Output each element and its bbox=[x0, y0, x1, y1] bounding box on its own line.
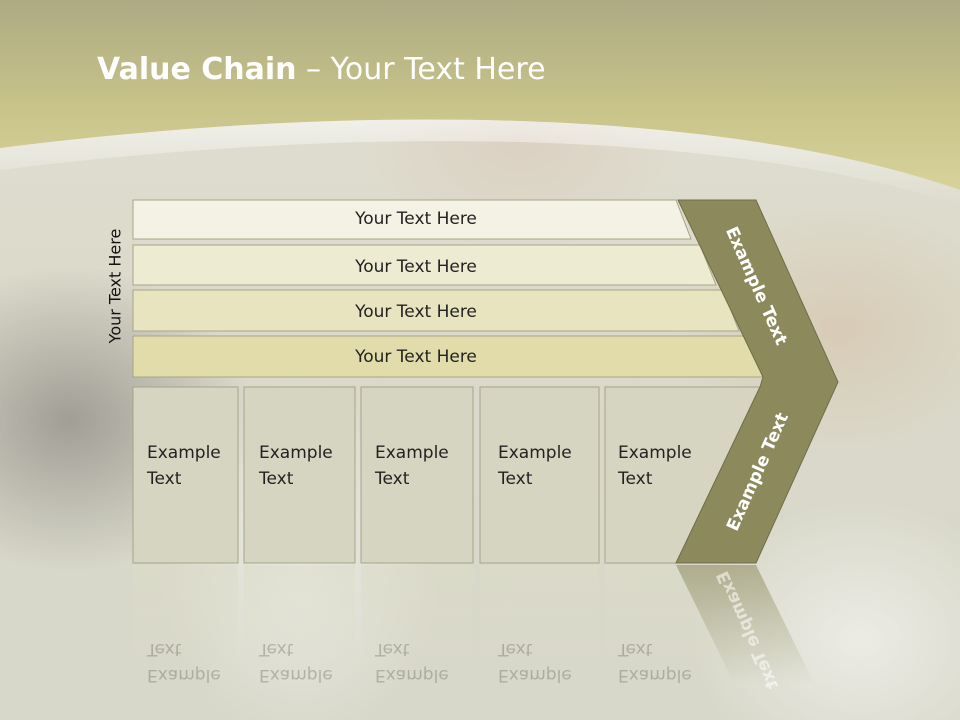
column-1-shape bbox=[132, 386, 239, 564]
column-3-line2: Text bbox=[375, 469, 410, 489]
row-4: Your Text Here bbox=[133, 336, 699, 377]
header-band bbox=[0, 0, 960, 190]
column-2-reflection: Example Text bbox=[259, 636, 333, 688]
row-3-label: Your Text Here bbox=[355, 302, 477, 322]
row-2-shape bbox=[132, 244, 717, 286]
column-3-reflection-line1: Example bbox=[375, 665, 449, 685]
column-5-reflection: Example Text bbox=[618, 636, 692, 688]
column-5-line2: Text bbox=[618, 469, 653, 489]
title-rest: – Your Text Here bbox=[296, 52, 546, 87]
slide-title: Value Chain – Your Text Here bbox=[97, 52, 546, 87]
row-1-label: Your Text Here bbox=[355, 209, 477, 229]
column-4-line1: Example bbox=[498, 443, 572, 463]
header-swoosh bbox=[0, 119, 960, 205]
column-5-reflection-line1: Example bbox=[618, 665, 692, 685]
column-3-reflection-line2: Text bbox=[375, 639, 410, 659]
column-4-reflection-line1: Example bbox=[498, 665, 572, 685]
column-4-reflection: Example Text bbox=[498, 636, 572, 688]
column-2-line2: Text bbox=[259, 469, 294, 489]
column-5-text: Example Text bbox=[618, 440, 692, 492]
column-3-shape bbox=[360, 386, 474, 564]
chevron-shape bbox=[675, 199, 839, 564]
column-2-text: Example Text bbox=[259, 440, 333, 492]
column-2-shape bbox=[243, 386, 356, 564]
row-2: Your Text Here bbox=[133, 245, 699, 285]
column-2-reflection-line1: Example bbox=[259, 665, 333, 685]
column-1-reflection-line2: Text bbox=[147, 639, 182, 659]
column-3-line1: Example bbox=[375, 443, 449, 463]
column-2-line1: Example bbox=[259, 443, 333, 463]
column-5-line1: Example bbox=[618, 443, 692, 463]
row-4-label: Your Text Here bbox=[355, 347, 477, 367]
column-3-text: Example Text bbox=[375, 440, 449, 492]
row-1: Your Text Here bbox=[133, 200, 699, 239]
column-1-reflection-line1: Example bbox=[147, 665, 221, 685]
column-5-reflection-line2: Text bbox=[618, 639, 653, 659]
row-3-shape bbox=[132, 289, 740, 332]
row-1-shape bbox=[132, 199, 692, 240]
vertical-axis-label: Your Text Here bbox=[105, 228, 125, 344]
row-3: Your Text Here bbox=[133, 290, 699, 331]
title-bold: Value Chain bbox=[97, 52, 297, 87]
column-2-reflection-line2: Text bbox=[259, 639, 294, 659]
column-4-text: Example Text bbox=[498, 440, 572, 492]
column-4-reflection-line2: Text bbox=[498, 639, 533, 659]
column-1-line2: Text bbox=[147, 469, 182, 489]
column-1-line1: Example bbox=[147, 443, 221, 463]
column-4-line2: Text bbox=[498, 469, 533, 489]
column-1-reflection: Example Text bbox=[147, 636, 221, 688]
row-2-label: Your Text Here bbox=[355, 257, 477, 277]
column-4-shape bbox=[479, 386, 600, 564]
column-1-text: Example Text bbox=[147, 440, 221, 492]
column-3-reflection: Example Text bbox=[375, 636, 449, 688]
